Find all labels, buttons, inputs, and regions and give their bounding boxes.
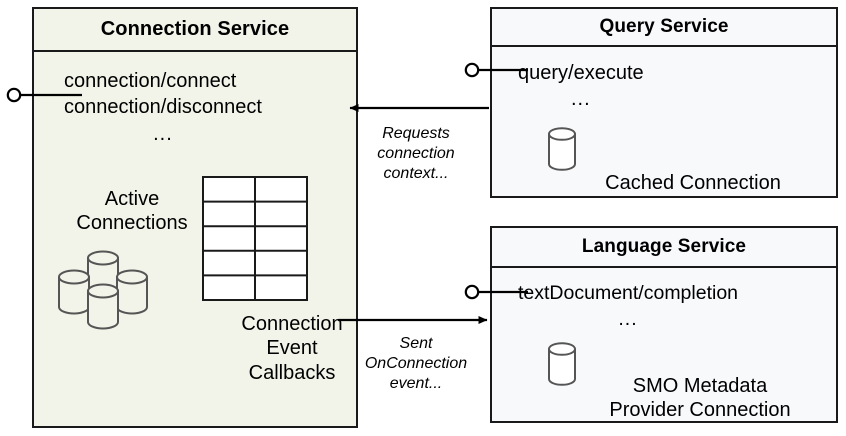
query-service-operations-ellipsis: ...	[570, 88, 591, 111]
cached-connection-label: Cached Connection	[605, 172, 781, 194]
requests-label-line3: context...	[383, 164, 449, 182]
query-service-operations: query/execute ...	[518, 60, 644, 113]
operation-connection-disconnect: connection/disconnect	[64, 96, 262, 119]
connection-service-operations: connection/connect connection/disconnect…	[64, 68, 262, 147]
sent-label-line1: Sent	[399, 335, 433, 352]
connection-event-callbacks-label: Connection Event Callbacks	[204, 312, 380, 385]
connection-service-operations-ellipsis: ...	[153, 122, 173, 145]
language-service-operations-ellipsis: ...	[618, 307, 638, 330]
language-service-operations: textDocument/completion ...	[518, 281, 738, 332]
operation-query-execute: query/execute	[518, 62, 644, 84]
operation-textdocument-completion: textDocument/completion	[518, 282, 739, 304]
smo-label-line2: Provider Connection	[609, 399, 791, 421]
callbacks-label-line2: Event	[266, 337, 318, 360]
callbacks-label-line3: Callbacks	[248, 361, 336, 384]
smo-label-line1: SMO Metadata	[632, 375, 768, 397]
requests-label-line1: Requests	[382, 125, 450, 142]
arrow-label-sent-onconnection-event: Sent OnConnection event...	[352, 334, 480, 393]
sent-label-line3: event...	[389, 374, 443, 392]
sent-label-line2: OnConnection	[364, 354, 468, 372]
active-connections-label-line2: Connections	[76, 212, 188, 235]
connection-service-title: Connection Service	[34, 9, 356, 52]
smo-metadata-provider-connection-label: SMO Metadata Provider Connection	[584, 374, 816, 422]
component-connection-service[interactable]: Connection Service connection/connect co…	[32, 7, 358, 428]
requests-label-line2: connection	[377, 144, 455, 162]
query-service-title: Query Service	[492, 9, 836, 47]
component-query-service[interactable]: Query Service query/execute ... Cached C…	[490, 7, 838, 198]
operation-connection-connect: connection/connect	[64, 70, 237, 92]
active-connections-label: Active Connections	[54, 187, 210, 236]
language-service-title: Language Service	[492, 228, 836, 268]
component-language-service[interactable]: Language Service textDocument/completion…	[490, 226, 838, 423]
arrow-label-requests-connection-context: Requests connection context...	[352, 124, 480, 183]
active-connections-label-line1: Active	[104, 188, 160, 210]
callbacks-label-line1: Connection	[241, 313, 343, 335]
